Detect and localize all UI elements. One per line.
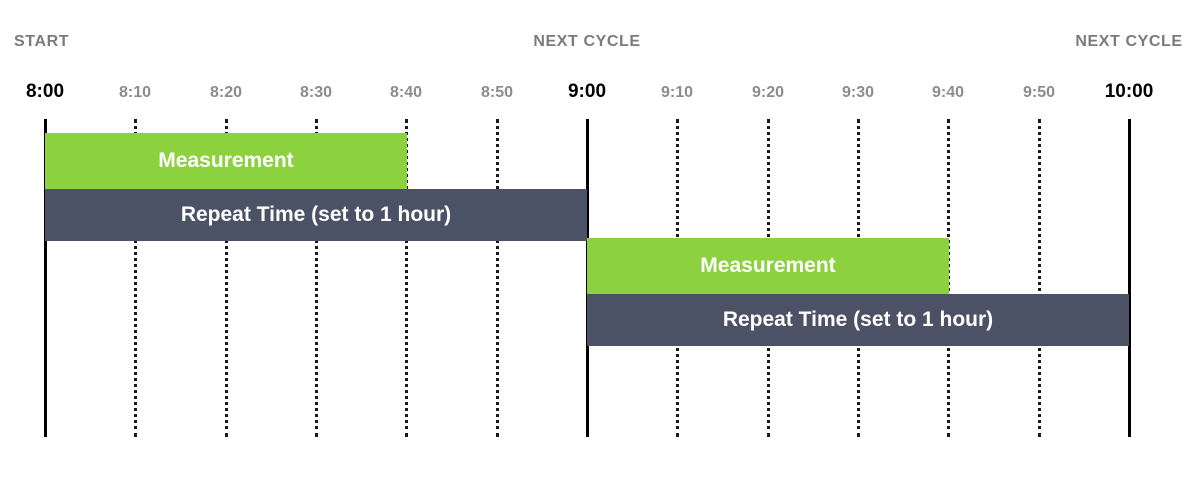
time-tick-label: 9:20 — [751, 84, 785, 101]
time-tick-label: 9:30 — [841, 84, 875, 101]
time-tick-label: 8:40 — [389, 84, 423, 101]
time-tick-label: 9:00 — [567, 81, 607, 102]
bar-label: Repeat Time (set to 1 hour) — [180, 203, 452, 226]
grid-line-minor — [134, 119, 137, 437]
grid-line-minor — [496, 119, 499, 437]
grid-line-minor — [405, 119, 408, 437]
grid-line-minor — [1038, 119, 1041, 437]
cycle-marker-label: START — [14, 33, 70, 50]
time-tick-label: 8:30 — [299, 84, 333, 101]
time-tick-label: 9:10 — [660, 84, 694, 101]
bar-label: Repeat Time (set to 1 hour) — [722, 308, 994, 331]
time-tick-label: 9:40 — [931, 84, 965, 101]
time-tick-label: 8:20 — [209, 84, 243, 101]
bar-repeat-cycle-2: Repeat Time (set to 1 hour) — [587, 294, 1129, 346]
time-tick-label: 8:50 — [480, 84, 514, 101]
cycle-marker-label: NEXT CYCLE — [1075, 33, 1183, 50]
time-tick-label: 10:00 — [1104, 81, 1154, 102]
grid-line-major — [44, 119, 47, 437]
cycle-marker-label: NEXT CYCLE — [533, 33, 641, 50]
time-tick-label: 8:00 — [25, 81, 65, 102]
bar-measurement-cycle-1: Measurement — [45, 133, 407, 189]
bar-measurement-cycle-2: Measurement — [587, 238, 949, 294]
grid-line-minor — [315, 119, 318, 437]
bar-label: Measurement — [700, 254, 836, 277]
bar-label: Measurement — [158, 149, 294, 172]
time-tick-label: 9:50 — [1022, 84, 1056, 101]
time-tick-label: 8:10 — [118, 84, 152, 101]
bar-repeat-cycle-1: Repeat Time (set to 1 hour) — [45, 189, 587, 241]
grid-line-major — [1128, 119, 1131, 437]
grid-line-minor — [225, 119, 228, 437]
